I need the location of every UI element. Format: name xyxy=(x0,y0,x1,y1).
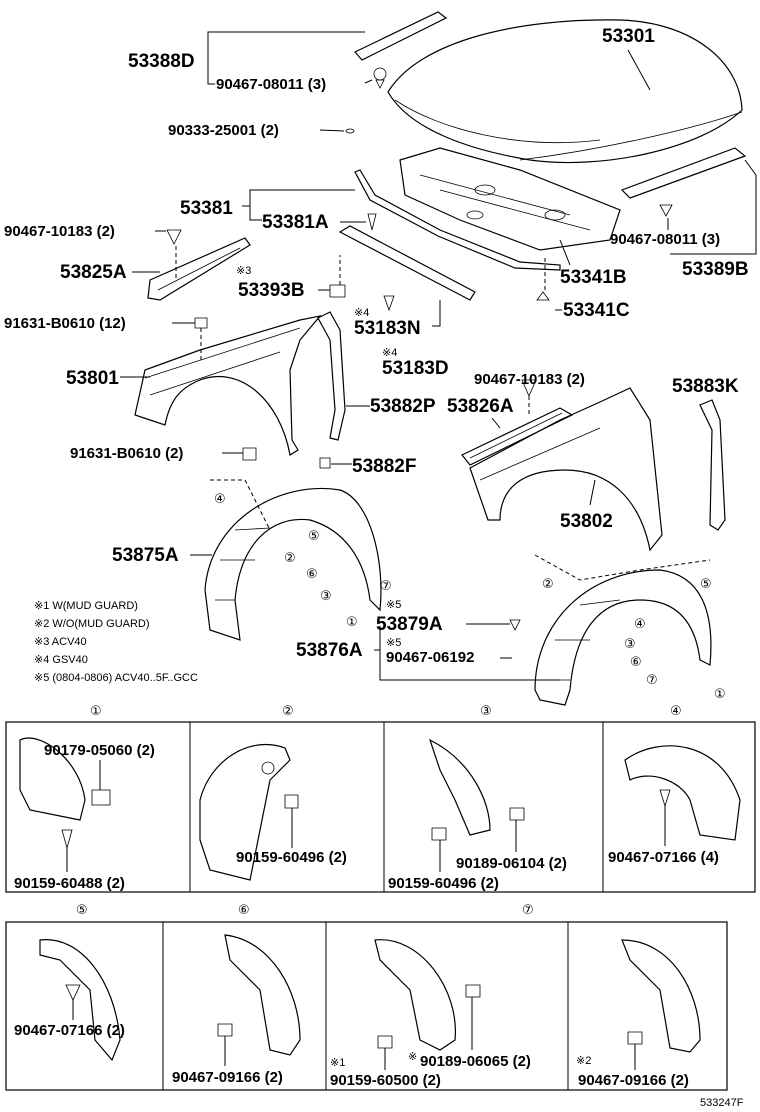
label-d1-a: 90179-05060 (2) xyxy=(44,742,155,759)
label-d7-b: 90159-60500 (2) xyxy=(330,1072,441,1089)
label-53879A: 53879A xyxy=(376,614,443,635)
label-d3-b: 90159-60496 (2) xyxy=(388,875,499,892)
label-90467-10183-left: 90467-10183 (2) xyxy=(4,223,115,240)
callout-2-right: ② xyxy=(542,576,554,591)
label-53882F: 53882F xyxy=(352,456,416,477)
callout-6-left: ⑥ xyxy=(306,566,318,581)
note-5: ※5 (0804-0806) ACV40..5F..GCC xyxy=(34,672,198,684)
note-2: ※2 W/O(MUD GUARD) xyxy=(34,618,150,630)
label-53393B: 53393B xyxy=(238,280,305,301)
label-90333-25001: 90333-25001 (2) xyxy=(168,122,279,139)
label-53341C: 53341C xyxy=(563,300,630,321)
label-53875A: 53875A xyxy=(112,545,179,566)
fender-apron-bracket-drawing xyxy=(147,237,251,301)
callout-7-right: ⑦ xyxy=(646,672,658,687)
label-53802: 53802 xyxy=(560,511,613,532)
label-53301: 53301 xyxy=(602,26,655,47)
marker-5b: ※5 xyxy=(386,637,401,649)
liner-left-drawing xyxy=(204,488,382,641)
callout-2-left: ② xyxy=(284,550,296,565)
hood-drawing xyxy=(387,19,743,164)
callout-3-left: ③ xyxy=(320,588,332,603)
marker-4b: ※4 xyxy=(382,347,397,359)
liner-right-drawing xyxy=(534,569,712,706)
label-d5-a: 90467-07166 (2) xyxy=(14,1022,125,1039)
fender-seal-right-drawing xyxy=(699,399,726,531)
marker-4a: ※4 xyxy=(354,307,369,319)
note-3: ※3 ACV40 xyxy=(34,636,87,648)
label-53883K: 53883K xyxy=(672,376,739,397)
callout-5-right: ⑤ xyxy=(700,576,712,591)
label-53341B: 53341B xyxy=(560,267,627,288)
detail-callout-6: ⑥ xyxy=(238,902,250,917)
label-90467-10183-right: 90467-10183 (2) xyxy=(474,371,585,388)
hood-seal-right-drawing xyxy=(620,147,747,217)
detail-callout-7: ⑦ xyxy=(522,902,534,917)
note-1: ※1 W(MUD GUARD) xyxy=(34,600,138,612)
detail-callout-4: ④ xyxy=(670,703,682,718)
callout-5-left: ⑤ xyxy=(308,528,320,543)
label-d4-a: 90467-07166 (4) xyxy=(608,849,719,866)
label-53801: 53801 xyxy=(66,368,119,389)
hood-insulator-drawing xyxy=(399,147,621,251)
note-4: ※4 GSV40 xyxy=(34,654,88,666)
label-90467-08011-right: 90467-08011 (3) xyxy=(610,231,720,248)
label-53825A: 53825A xyxy=(60,262,127,283)
detail-callout-3: ③ xyxy=(480,703,492,718)
label-53389B: 53389B xyxy=(682,259,749,280)
callout-4-left: ④ xyxy=(214,491,226,506)
label-d8-a: 90467-09166 (2) xyxy=(578,1072,689,1089)
label-d7-a: 90189-06065 (2) xyxy=(420,1053,531,1070)
label-90467-06192: 90467-06192 xyxy=(386,649,474,666)
label-91631-B0610-2: 91631-B0610 (2) xyxy=(70,445,183,462)
callout-1-left: ① xyxy=(346,614,358,629)
label-d6-a: 90467-09166 (2) xyxy=(172,1069,283,1086)
marker-1: ※1 xyxy=(330,1057,345,1069)
callout-6-right: ⑥ xyxy=(630,654,642,669)
label-53183D: 53183D xyxy=(382,358,449,379)
detail-callout-2: ② xyxy=(282,703,294,718)
detail-callout-5: ⑤ xyxy=(76,902,88,917)
label-53381: 53381 xyxy=(180,198,233,219)
footnotes: ※1 W(MUD GUARD) ※2 W/O(MUD GUARD) ※3 ACV… xyxy=(34,600,198,684)
label-d2-a: 90159-60496 (2) xyxy=(236,849,347,866)
fender-left-drawing xyxy=(134,315,322,456)
marker-plain: ※ xyxy=(408,1051,417,1063)
marker-2: ※2 xyxy=(576,1055,591,1067)
callout-7-left: ⑦ xyxy=(380,578,392,593)
label-53381A: 53381A xyxy=(262,212,329,233)
label-53882P: 53882P xyxy=(370,396,436,417)
marker-5a: ※5 xyxy=(386,599,401,611)
label-53826A: 53826A xyxy=(447,396,514,417)
label-53183N: 53183N xyxy=(354,318,421,339)
label-d3-a: 90189-06104 (2) xyxy=(456,855,567,872)
detail-callout-1: ① xyxy=(90,703,102,718)
fender-seal-drawing xyxy=(317,311,346,441)
label-d1-b: 90159-60488 (2) xyxy=(14,875,125,892)
figure-code: 533247F xyxy=(700,1097,744,1109)
hood-rear-seal-drawing xyxy=(338,169,561,301)
label-53388D: 53388D xyxy=(128,51,195,72)
marker-3: ※3 xyxy=(236,265,251,277)
label-91631-B0610-12: 91631-B0610 (12) xyxy=(4,315,126,332)
label-90467-08011-left: 90467-08011 (3) xyxy=(216,76,326,93)
detail-row-2: ⑤ ⑥ ⑦ 90467-07166 (2) 90467-09166 (2) ※ … xyxy=(5,902,728,1091)
callout-3-right: ③ xyxy=(624,636,636,651)
hood-seal-left-drawing xyxy=(345,11,448,134)
label-53876A: 53876A xyxy=(296,640,363,661)
fender-right-drawing xyxy=(469,387,663,552)
detail-row-1: ① ② ③ ④ 90179-05060 (2) 90159-60488 (2) … xyxy=(5,703,756,893)
callout-4-right: ④ xyxy=(634,616,646,631)
callout-1-right: ① xyxy=(714,686,726,701)
